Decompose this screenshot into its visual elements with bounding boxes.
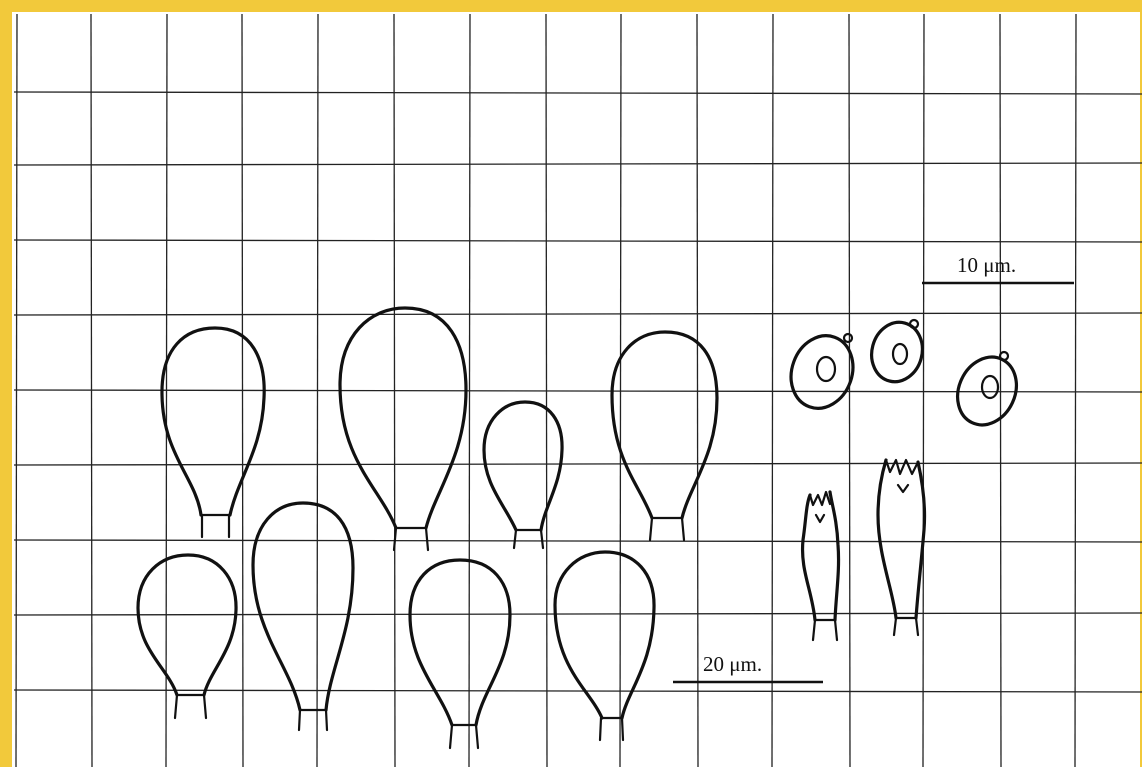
grid-line-horizontal — [14, 613, 1142, 615]
grid-line-horizontal — [14, 463, 1142, 465]
basidium-4-base — [650, 518, 684, 540]
spore-1-inner — [817, 357, 835, 381]
spores-group — [781, 317, 1027, 435]
grid-line-horizontal — [14, 390, 1142, 392]
scale-bar-large-label: 20 μm. — [703, 652, 762, 677]
basidium-8 — [555, 552, 654, 718]
cystidium-2 — [878, 460, 925, 618]
grid-line-vertical — [1000, 14, 1001, 767]
grid-line-horizontal — [14, 690, 1142, 692]
spore-2-outer — [865, 317, 929, 388]
grid-line-horizontal — [14, 540, 1142, 542]
cystidium-2-tip — [886, 460, 918, 492]
basidium-2-base — [394, 528, 428, 550]
cystidium-2-base — [894, 618, 918, 635]
spore-3-inner — [982, 376, 998, 398]
spore-3-outer — [947, 347, 1027, 434]
basidium-3-base — [514, 530, 543, 548]
grid-line-horizontal — [14, 313, 1142, 315]
basidium-6 — [253, 503, 353, 710]
basidium-4 — [612, 332, 717, 518]
grid-line-vertical — [849, 14, 850, 767]
spore-2-inner — [893, 344, 907, 364]
basidium-7 — [410, 560, 510, 725]
grid-paper — [14, 14, 1142, 767]
grid-line-vertical — [1075, 14, 1076, 767]
grid-line-vertical — [697, 14, 698, 767]
scale-bar-small-label: 10 μm. — [957, 253, 1016, 278]
basidium-5-base — [175, 695, 206, 718]
cystidium-1-base — [813, 620, 837, 640]
grid-line-horizontal — [14, 92, 1142, 94]
grid-line-horizontal — [14, 240, 1142, 242]
basidium-7-base — [450, 725, 478, 748]
cystidium-1 — [803, 492, 839, 620]
basidium-3 — [484, 402, 562, 530]
figure-border — [6, 6, 1142, 767]
basidium-1 — [162, 328, 264, 515]
grid-line-vertical — [772, 14, 773, 767]
basidia-group — [138, 308, 717, 748]
cystidium-1-tip — [810, 492, 830, 522]
grid-line-vertical — [923, 14, 924, 767]
grid-line-horizontal — [14, 163, 1142, 165]
spore-1-apiculus — [844, 334, 852, 342]
basidium-2 — [340, 308, 466, 528]
basidium-1-base — [201, 515, 230, 537]
basidium-6-base — [299, 710, 327, 730]
basidium-5 — [138, 555, 236, 695]
